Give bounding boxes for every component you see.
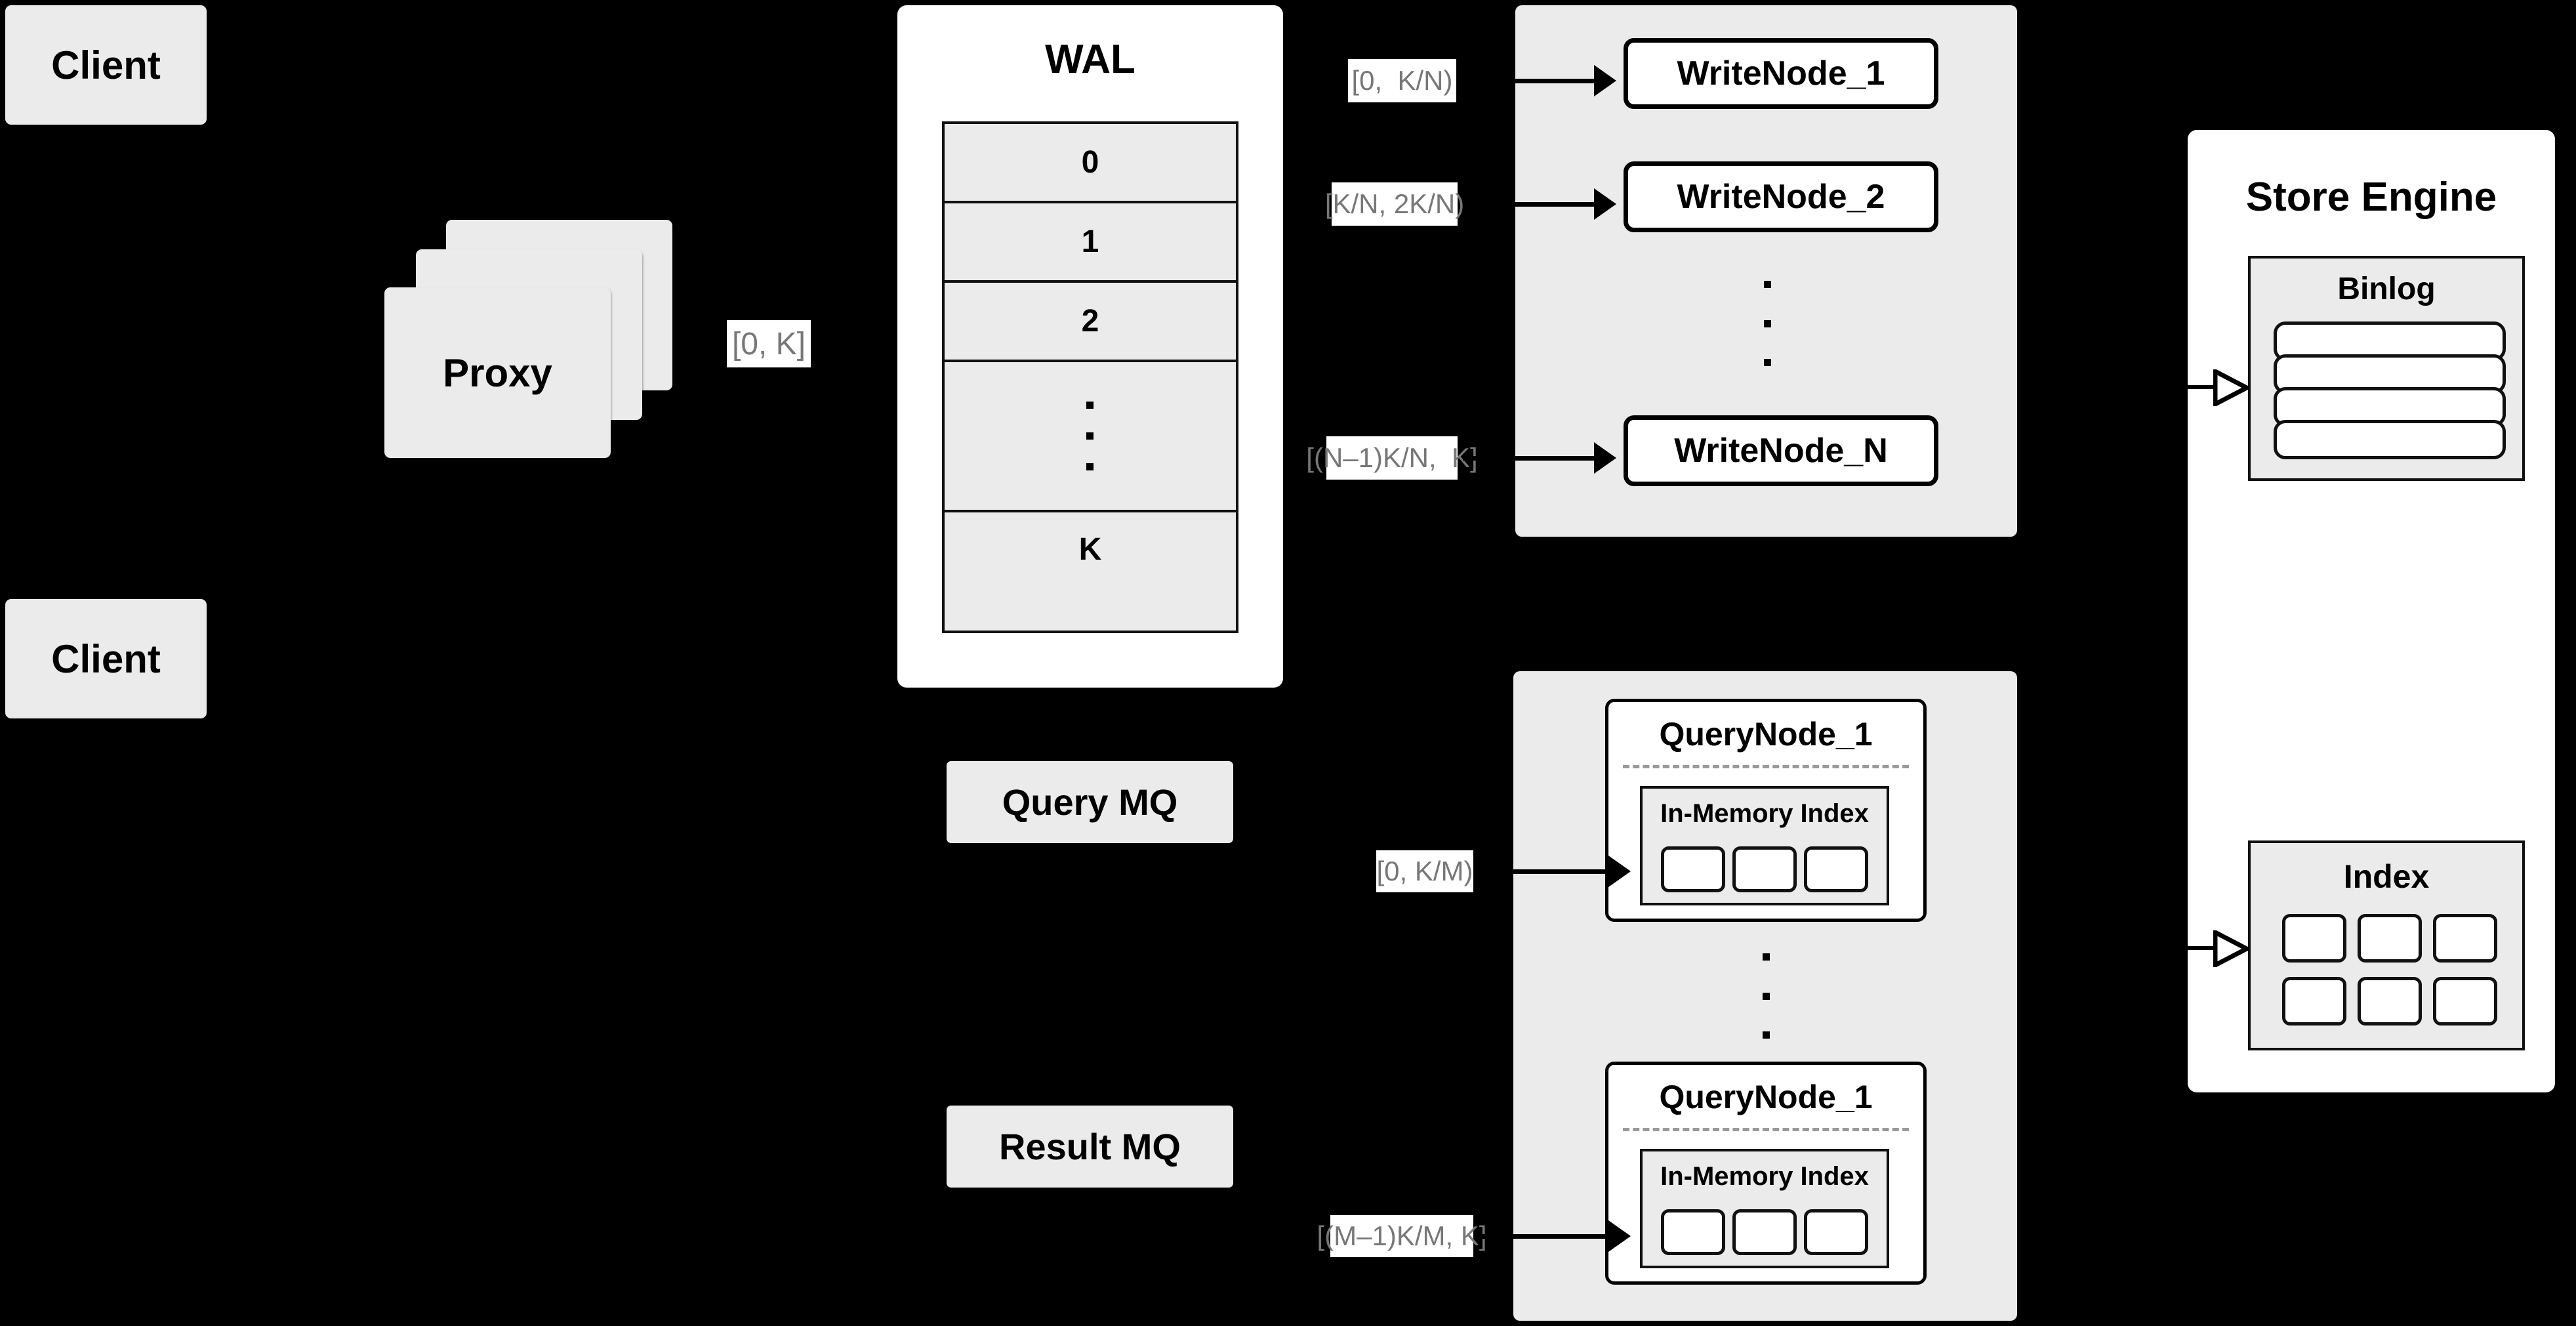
- proxy-card-front[interactable]: Proxy: [384, 287, 611, 458]
- query-node-1-label: QueryNode_1: [1659, 716, 1873, 753]
- write-node-n-arrow-line: [1463, 456, 1594, 461]
- proxy-label: Proxy: [443, 350, 552, 395]
- write-node-n[interactable]: WriteNode_N: [1624, 415, 1938, 486]
- index-slot[interactable]: [1804, 846, 1868, 892]
- write-node-n-range-label: [(N–1)K/N, K]: [1306, 436, 1478, 480]
- binlog-row[interactable]: [2274, 420, 2506, 459]
- query-node-1-range-label: [0, K/M): [1376, 850, 1473, 892]
- index-slot[interactable]: [1804, 1209, 1868, 1255]
- write-node-2-arrow-line: [1463, 202, 1594, 207]
- binlog-rows: [2274, 321, 2506, 459]
- store-index-slot[interactable]: [2282, 914, 2346, 963]
- index-slot[interactable]: [1661, 846, 1725, 892]
- store-index-slot[interactable]: [2433, 914, 2497, 963]
- query-node-1-index-slots: [1661, 846, 1868, 892]
- wal-row[interactable]: 1: [945, 203, 1236, 283]
- query-node-m-separator: [1623, 1128, 1909, 1131]
- write-node-1-arrow-line: [1463, 79, 1594, 83]
- write-node-2-label: WriteNode_2: [1677, 178, 1885, 216]
- write-node-2-arrow-head: [1594, 188, 1616, 220]
- wal-title: WAL: [1045, 36, 1135, 82]
- binlog-arrow-head-icon: [2213, 369, 2249, 406]
- query-node-m-range-label: [(M–1)K/M, K]: [1317, 1215, 1487, 1257]
- store-index-title: Index: [2343, 858, 2430, 895]
- write-node-n-arrow-head: [1594, 442, 1616, 474]
- query-node-1-separator: [1623, 765, 1909, 768]
- store-index-slot[interactable]: [2358, 977, 2422, 1026]
- store-engine-container: Store Engine Binlog Index: [2188, 130, 2555, 1092]
- binlog-arrow-line: [2175, 385, 2216, 389]
- binlog-title: Binlog: [2337, 271, 2436, 306]
- query-mq-label: Query MQ: [1002, 781, 1178, 823]
- proxy-range-label: [0, K]: [727, 320, 811, 367]
- write-node-1-arrow-head: [1594, 65, 1616, 96]
- wal-row[interactable]: K: [945, 512, 1236, 587]
- wal-container: WAL 0 1 2 K: [897, 5, 1283, 688]
- client-box-2[interactable]: Client: [5, 599, 207, 718]
- query-cluster-container: QueryNode_1 In-Memory Index QueryNode_1 …: [1513, 671, 2017, 1321]
- store-index-slots: [2282, 914, 2497, 1026]
- query-node-m-index-panel: In-Memory Index: [1640, 1149, 1889, 1268]
- query-node-m-arrow-line: [1477, 1234, 1608, 1239]
- write-node-1-label: WriteNode_1: [1677, 54, 1885, 93]
- query-node-1-arrow-head: [1608, 856, 1631, 887]
- query-cluster-ellipsis-icon: [1763, 953, 1770, 1039]
- wal-row-label: K: [1078, 532, 1102, 567]
- wal-row[interactable]: 2: [945, 283, 1236, 362]
- wal-row[interactable]: 0: [945, 124, 1236, 203]
- result-mq-label: Result MQ: [999, 1126, 1181, 1167]
- binlog-panel: Binlog: [2248, 256, 2525, 481]
- index-slot[interactable]: [1732, 1209, 1797, 1255]
- write-cluster-ellipsis-icon: [1764, 281, 1771, 366]
- query-node-1-index-title: In-Memory Index: [1660, 798, 1869, 828]
- result-mq-box[interactable]: Result MQ: [947, 1106, 1233, 1188]
- query-node-m-index-title: In-Memory Index: [1660, 1161, 1869, 1191]
- store-index-slot[interactable]: [2358, 914, 2422, 963]
- query-node-m-arrow-head: [1608, 1220, 1631, 1252]
- store-index-arrow-line: [2175, 946, 2216, 950]
- query-node-1-arrow-line: [1477, 869, 1608, 874]
- store-engine-title: Store Engine: [2245, 174, 2497, 220]
- wal-rows: 0 1 2 K: [942, 121, 1238, 633]
- store-index-slot[interactable]: [2433, 977, 2497, 1026]
- query-node-m-index-slots: [1661, 1209, 1868, 1255]
- query-node-m-label: QueryNode_1: [1659, 1079, 1873, 1115]
- client-label-2: Client: [51, 636, 161, 681]
- client-label-1: Client: [51, 43, 161, 87]
- wal-row-label: 0: [1081, 145, 1099, 180]
- write-node-2[interactable]: WriteNode_2: [1624, 161, 1938, 232]
- wal-row-label: 1: [1081, 224, 1099, 259]
- wal-row-ellipsis: [945, 362, 1236, 512]
- write-node-1-range-label: [0, K/N): [1348, 59, 1456, 102]
- store-index-arrow-head-icon: [2213, 930, 2249, 967]
- store-index-slot[interactable]: [2282, 977, 2346, 1026]
- index-slot[interactable]: [1661, 1209, 1725, 1255]
- write-node-1[interactable]: WriteNode_1: [1624, 38, 1938, 109]
- query-node-m[interactable]: QueryNode_1 In-Memory Index: [1605, 1062, 1927, 1285]
- index-slot[interactable]: [1732, 846, 1797, 892]
- query-node-1[interactable]: QueryNode_1 In-Memory Index: [1605, 699, 1927, 922]
- query-mq-box[interactable]: Query MQ: [947, 761, 1233, 843]
- write-node-2-range-label: [K/N, 2K/N): [1325, 182, 1464, 226]
- client-box-1[interactable]: Client: [5, 5, 207, 125]
- write-node-n-label: WriteNode_N: [1674, 432, 1888, 470]
- wal-ellipsis-icon: [1086, 402, 1094, 470]
- query-node-1-index-panel: In-Memory Index: [1640, 786, 1889, 905]
- wal-row-label: 2: [1081, 304, 1099, 339]
- store-index-panel: Index: [2248, 840, 2525, 1050]
